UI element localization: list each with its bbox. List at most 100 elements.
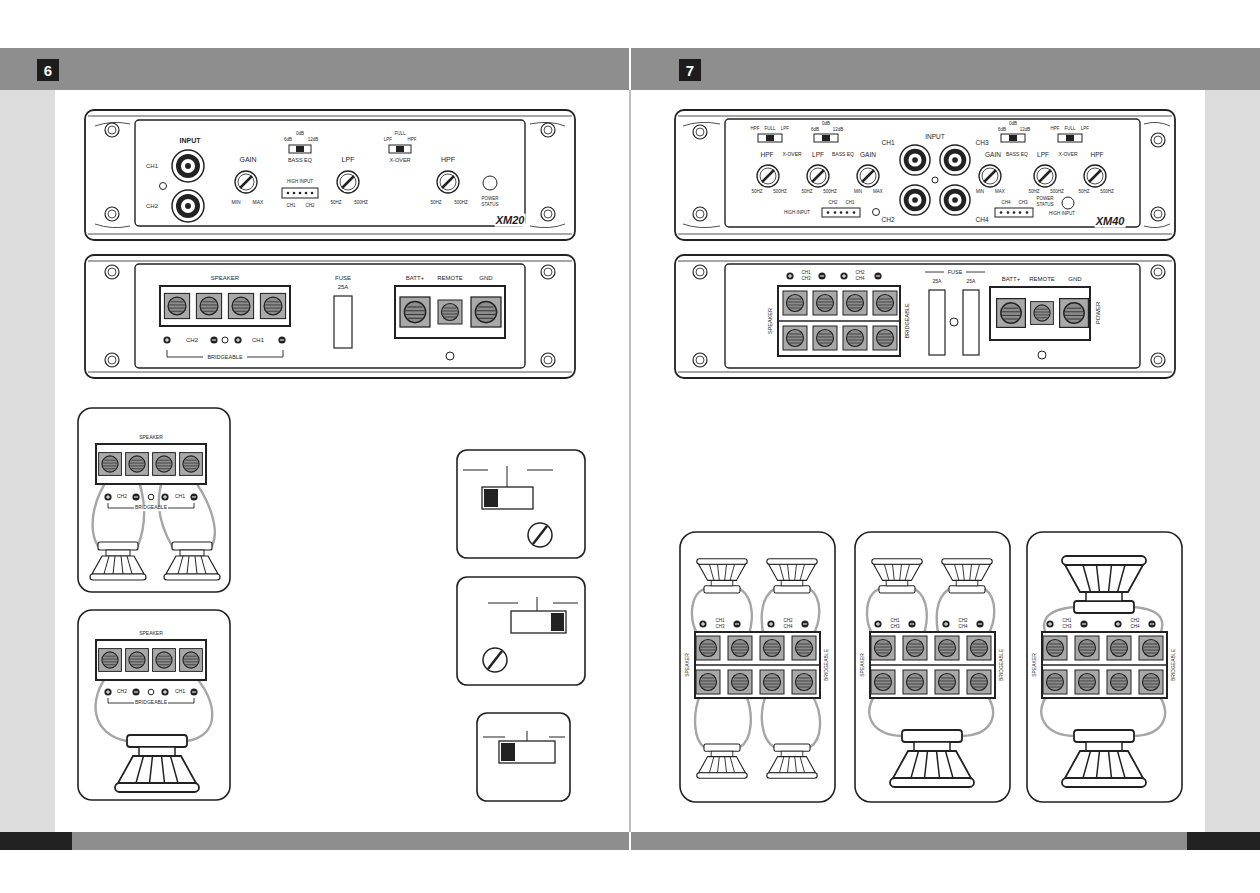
amplifier-rear-panel (843, 326, 867, 350)
page-ground (0, 48, 1260, 850)
panel-label: CH1 (844, 200, 855, 205)
panel-label: 25A (966, 279, 977, 285)
amplifier-rear-panel (813, 326, 837, 350)
panel-label: 50HZ (800, 189, 813, 194)
wiring-inset (942, 559, 992, 593)
amplifier-rear-panel (840, 272, 847, 279)
panel-label: SPEAKER (1032, 652, 1038, 678)
panel-label: CH2 (827, 200, 838, 205)
panel-label: BATT+ (405, 275, 425, 282)
panel-label: LPF (383, 137, 393, 142)
amplifier-front-panel (289, 145, 311, 153)
amplifier-front-panel (979, 165, 1001, 187)
panel-label: HPF (407, 137, 418, 142)
panel-label: BRIDGEABLE (824, 648, 830, 682)
amplifier-rear-panel (675, 255, 1175, 378)
panel-label: CH3 (974, 139, 989, 146)
panel-label: CH4 (782, 624, 793, 629)
panel-label: LPF (1080, 126, 1090, 131)
amplifier-rear-panel (196, 293, 221, 318)
amplifier-rear-panel (446, 352, 454, 360)
wiring-inset (78, 408, 230, 592)
amplifier-front-panel (846, 211, 849, 214)
panel-label: FULL (393, 131, 406, 136)
amplifier-rear-panel (438, 300, 462, 324)
page-ground (0, 90, 55, 832)
amplifier-front-panel (172, 150, 204, 182)
panel-label: FULL (763, 126, 776, 131)
amplifier-front-panel (1034, 165, 1056, 187)
panel-label: CH4 (854, 276, 865, 281)
wiring-inset (1042, 632, 1167, 698)
wiring-inset (1062, 556, 1146, 613)
amplifier-rear-panel (778, 320, 900, 322)
page-number: 7 (686, 63, 694, 78)
amplifier-rear-panel (963, 290, 979, 355)
panel-label: BRIDGEABLE (904, 302, 910, 339)
panel-label: BRIDGEABLE (999, 648, 1005, 682)
amplifier-front-panel (1058, 134, 1082, 142)
amplifier-rear-panel (278, 336, 285, 343)
amplifier-front-panel (822, 208, 860, 217)
wiring-inset (871, 670, 895, 694)
wiring-inset (760, 670, 784, 694)
panel-label: CH1 (174, 494, 186, 500)
amplifier-rear-panel (675, 255, 1175, 378)
panel-label: SPEAKER (860, 652, 866, 678)
panel-label: HPF (750, 126, 761, 131)
wiring-inset (104, 493, 111, 500)
wiring-inset (126, 649, 149, 672)
amplifier-rear-panel (85, 255, 575, 378)
amplifier-front-panel (293, 192, 296, 195)
amplifier-front-panel (1009, 135, 1017, 141)
panel-label: CH2 (116, 689, 128, 695)
wiring-inset (96, 444, 206, 484)
panel-label: CH4 (957, 624, 968, 629)
wiring-inset (935, 636, 959, 660)
panel-label: 12dB (307, 137, 320, 142)
wiring-inset (874, 620, 881, 627)
panel-label: 50HZ (1027, 189, 1040, 194)
switch-inset (457, 577, 585, 685)
wiring-inset (78, 610, 230, 800)
panel-label: 500HZ (1049, 189, 1065, 194)
wiring-inset (1027, 532, 1182, 802)
wiring-inset (767, 559, 817, 593)
wiring-inset (942, 620, 949, 627)
panel-label: 6dB (283, 137, 293, 142)
panel-label: X-OVER (388, 157, 411, 163)
switch-inset (488, 597, 578, 611)
panel-label: CH1 (880, 139, 895, 146)
amplifier-rear-panel (85, 255, 575, 378)
panel-label: GND (478, 275, 493, 282)
amplifier-front-panel (822, 135, 830, 141)
amplifier-front-panel (396, 146, 404, 152)
panel-label: STATUS (1035, 202, 1054, 207)
switch-inset (488, 651, 502, 669)
panel-label: 0dB (295, 131, 305, 136)
panel-label: MIN (975, 189, 985, 194)
wiring-inset (161, 688, 168, 695)
wiring-inset (976, 620, 983, 627)
amplifier-front-panel (305, 192, 308, 195)
page-ground (1187, 832, 1260, 850)
panel-label: MIN (230, 200, 241, 206)
panel-label: REMOTE (436, 275, 464, 282)
wiring-inset (967, 636, 991, 660)
wiring-inset (935, 670, 959, 694)
panel-label: 0dB (1008, 121, 1018, 126)
panel-label: BRIDGEABLE (134, 505, 168, 511)
page-ground (629, 832, 631, 850)
wiring-inset (93, 476, 215, 546)
switch-inset (457, 577, 585, 685)
amplifier-rear-panel (105, 353, 119, 367)
wiring-inset (1075, 670, 1099, 694)
wiring-inset (967, 670, 991, 694)
wiring-inset (1027, 532, 1182, 802)
amplifier-front-panel (1013, 211, 1016, 214)
amplifier-rear-panel (210, 336, 217, 343)
panel-label: CH2 (880, 216, 895, 223)
panel-label: CH2 (957, 618, 968, 623)
wiring-inset (696, 636, 720, 660)
switch-inset (551, 613, 564, 631)
